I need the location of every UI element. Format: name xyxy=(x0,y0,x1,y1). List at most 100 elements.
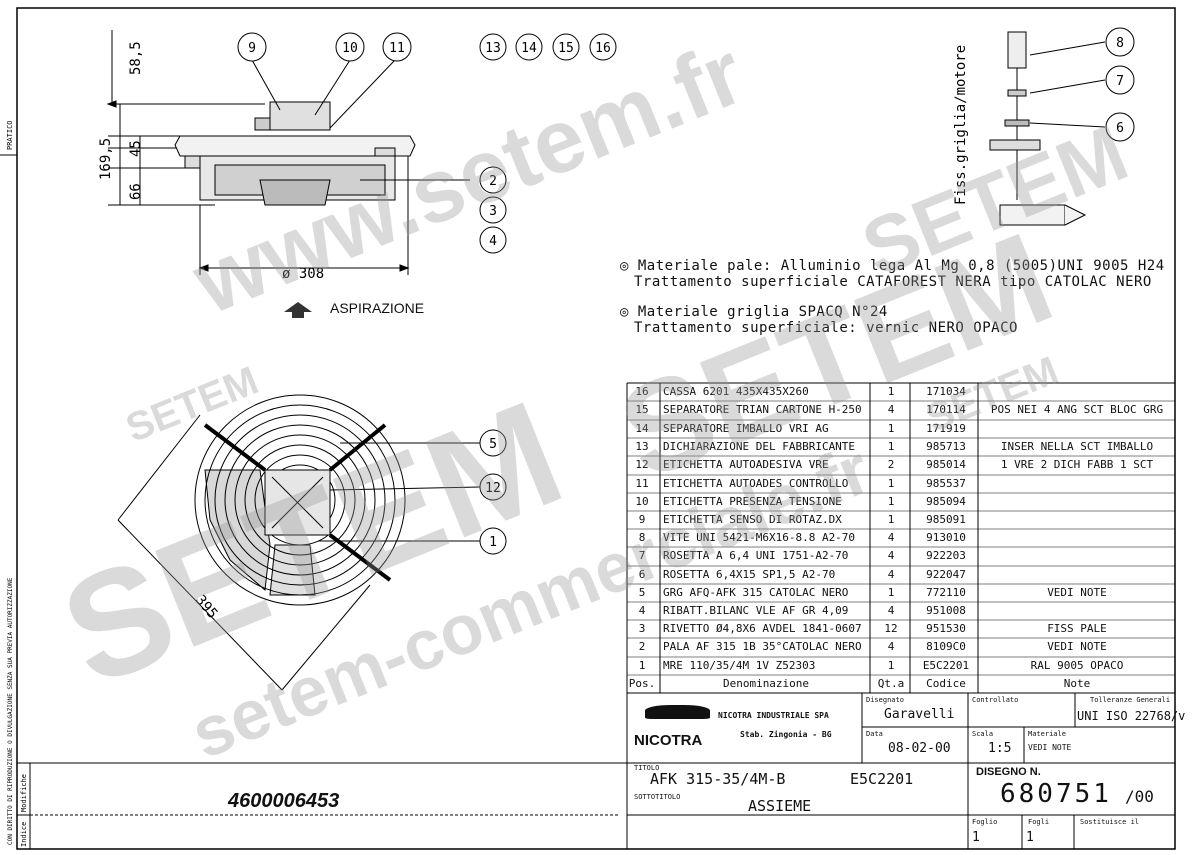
bom-header-row: Pos. Denominazione Qt.a Codice Note xyxy=(627,675,1175,693)
balloon-15: 15 xyxy=(558,41,574,56)
note-text-3: Materiale griglia SPACQ N°24 xyxy=(637,304,888,320)
company-name: NICOTRA INDUSTRIALE SPA xyxy=(718,711,829,720)
bom-row: 5 GRG AFQ-AFK 315 CATOLAC NERO 1 772110 … xyxy=(627,584,1175,602)
bom-cod: 922203 xyxy=(926,549,966,562)
bom-den: CASSA 6201 435X435X260 xyxy=(663,385,809,398)
bom-qta: 4 xyxy=(887,640,895,653)
bom-cod: 951530 xyxy=(926,622,966,635)
balloon-4: 4 xyxy=(489,234,497,249)
bom-qta: 1 xyxy=(887,495,895,508)
foglio-label: Foglio xyxy=(972,818,998,826)
titolo-label: TITOLO xyxy=(634,764,660,772)
part-number: 4600006453 xyxy=(228,790,340,812)
bom-row: 16 CASSA 6201 435X435X260 1 171034 xyxy=(627,383,1175,401)
bom-note: INSER NELLA SCT IMBALLO xyxy=(1000,440,1154,453)
tolleranze-label: Tolleranze Generali xyxy=(1090,696,1171,704)
bom-row: 12 ETICHETTA AUTOADESIVA VRE 2 985014 1 … xyxy=(627,456,1175,474)
bom-pos: 13 xyxy=(635,440,649,453)
company-site: Stab. Zingonia - BG xyxy=(740,730,832,739)
balloon-2: 2 xyxy=(489,174,497,189)
data-value: 08-02-00 xyxy=(888,741,951,756)
disegno-label: DISEGNO N. xyxy=(976,766,1041,778)
bom-den: PALA AF 315 1B 35°CATOLAC NERO xyxy=(663,640,862,653)
bom-header-qta: Qt.a xyxy=(877,677,905,690)
bom-header-den: Denominazione xyxy=(722,677,810,690)
disegnato-label: Disegnato xyxy=(866,696,904,704)
scala-label: Scala xyxy=(972,730,994,738)
bom-qta: 4 xyxy=(887,604,895,617)
controllato-label: Controllato xyxy=(972,696,1019,704)
bom-row: 2 PALA AF 315 1B 35°CATOLAC NERO 4 8109C… xyxy=(627,638,1175,656)
bom-cod: 170114 xyxy=(926,403,966,416)
balloon-1: 1 xyxy=(489,535,497,550)
bom-cod: 8109C0 xyxy=(926,640,966,653)
sottotitolo-value: ASSIEME xyxy=(748,797,812,815)
bom-den: RIBATT.BILANC VLE AF GR 4,09 xyxy=(663,604,849,617)
bom-header-cod: Codice xyxy=(926,677,966,690)
margin-label-top: PRATICO xyxy=(6,120,14,150)
bom-qta: 1 xyxy=(887,422,895,435)
bom-row: 13 DICHIARAZIONE DEL FABBRICANTE 1 98571… xyxy=(627,438,1175,456)
note-line-3: ◎ Materiale griglia SPACQ N°24 xyxy=(620,304,888,320)
bom-cod: 985094 xyxy=(926,495,966,508)
bom-qta: 12 xyxy=(884,622,898,635)
bom-cod: 985091 xyxy=(926,513,966,526)
bom-pos: 12 xyxy=(635,458,649,471)
foglio-value: 1 xyxy=(972,830,980,845)
bom-note: VEDI NOTE xyxy=(1047,640,1107,653)
bom-den: DICHIARAZIONE DEL FABBRICANTE xyxy=(663,440,856,453)
balloon-3: 3 xyxy=(489,204,497,219)
company-logo-text: NICOTRA xyxy=(634,732,703,749)
bom-den: ROSETTA 6,4X15 SP1,5 A2-70 xyxy=(663,568,836,581)
bom-row: 1 MRE 110/35/4M 1V Z52303 1 E5C2201 RAL … xyxy=(627,657,1175,675)
bom-row: 9 ETICHETTA SENSO DI ROTAZ.DX 1 985091 xyxy=(627,511,1175,529)
scala-value: 1:5 xyxy=(988,741,1012,756)
bom-pos: 14 xyxy=(635,422,649,435)
balloon-5: 5 xyxy=(489,437,497,452)
balloon-11: 11 xyxy=(389,41,405,56)
bom-pos: 15 xyxy=(635,403,649,416)
bom-qta: 1 xyxy=(887,513,895,526)
dim-45: 45 xyxy=(128,140,144,157)
bom-row: 8 VITE UNI 5421-M6X16-8.8 A2-70 4 913010 xyxy=(627,529,1175,547)
balloon-10: 10 xyxy=(342,41,358,56)
bom-row: 11 ETICHETTA AUTOADES CONTROLLO 1 985537 xyxy=(627,475,1175,493)
bom-row: 15 SEPARATORE TRIAN CARTONE H-250 4 1701… xyxy=(627,401,1175,419)
bom-pos: 6 xyxy=(638,568,646,581)
titolo-code: E5C2201 xyxy=(850,770,914,788)
revisione: /00 xyxy=(1125,787,1154,806)
bom-cod: 171919 xyxy=(926,422,966,435)
balloon-8: 8 xyxy=(1116,36,1124,51)
balloon-13: 13 xyxy=(485,41,501,56)
bom-qta: 4 xyxy=(887,568,895,581)
bom-qta: 1 xyxy=(887,586,895,599)
bom-qta: 2 xyxy=(887,458,895,471)
balloon-6: 6 xyxy=(1116,121,1124,136)
sottotitolo-label: SOTTOTITOLO xyxy=(634,793,681,801)
bom-pos: 2 xyxy=(638,640,646,653)
balloon-12: 12 xyxy=(485,481,501,496)
bom-den: GRG AFQ-AFK 315 CATOLAC NERO xyxy=(663,586,849,599)
bom-qta: 1 xyxy=(887,385,895,398)
materiale-label: Materiale xyxy=(1028,730,1066,738)
bom-header-note: Note xyxy=(1063,677,1091,690)
tolleranze-value: UNI ISO 22768/v xyxy=(1077,709,1186,723)
dim-58-5: 58,5 xyxy=(128,41,144,75)
bom-note: RAL 9005 OPACO xyxy=(1030,659,1124,672)
dim-395: 395 xyxy=(192,592,221,622)
bom-cod: 922047 xyxy=(926,568,966,581)
bom-qta: 4 xyxy=(887,549,895,562)
bom-cod: 171034 xyxy=(926,385,966,398)
bom-pos: 7 xyxy=(638,549,646,562)
strip-modifiche: Modifiche xyxy=(20,774,28,812)
balloon-9: 9 xyxy=(248,41,256,56)
disegno-number: 680751 xyxy=(1000,779,1112,809)
bom-cod: 985537 xyxy=(926,477,966,490)
bom-cod: E5C2201 xyxy=(922,659,970,672)
bom-pos: 11 xyxy=(635,477,649,490)
bom-den: ETICHETTA PRESENZA TENSIONE xyxy=(663,495,842,508)
bom-pos: 3 xyxy=(638,622,646,635)
titolo-value: AFK 315-35/4M-B xyxy=(650,770,786,788)
bom-den: ETICHETTA AUTOADES CONTROLLO xyxy=(663,477,849,490)
